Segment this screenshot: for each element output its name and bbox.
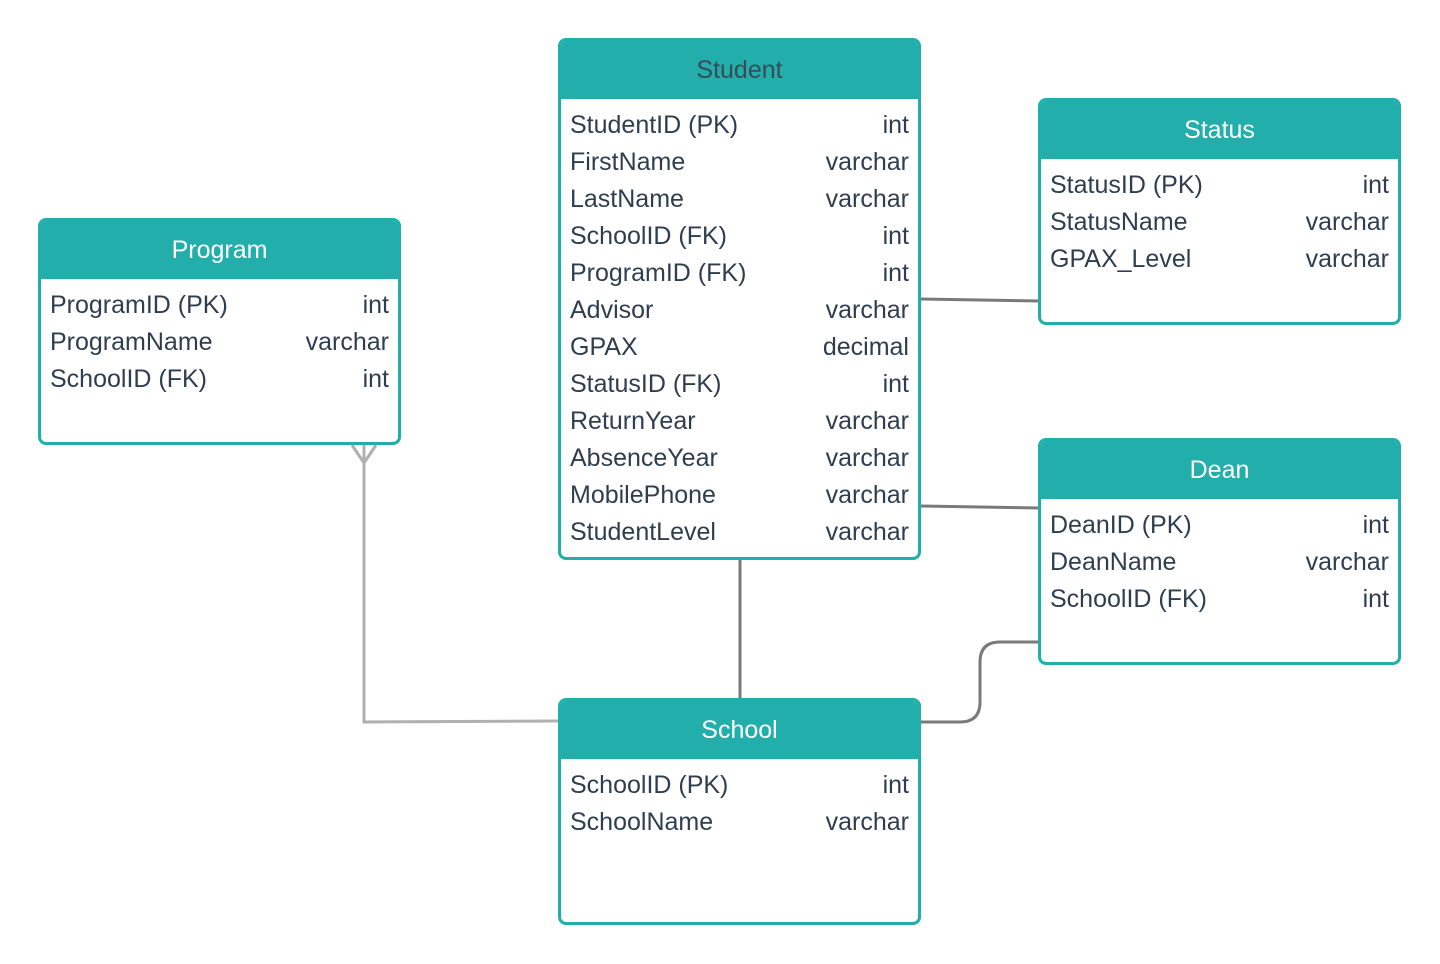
attribute-row: ReturnYear varchar bbox=[570, 403, 909, 440]
attribute-type: varchar bbox=[825, 296, 909, 324]
attribute-row: ProgramID (PK) int bbox=[50, 287, 389, 324]
attribute-type: varchar bbox=[825, 407, 909, 435]
attribute-name: StatusID (FK) bbox=[570, 370, 722, 398]
entity-title: Student bbox=[561, 41, 918, 99]
attribute-name: ProgramID (PK) bbox=[50, 291, 228, 319]
crows-foot-many-icon bbox=[350, 444, 378, 466]
attribute-row: LastName varchar bbox=[570, 181, 909, 218]
attribute-type: varchar bbox=[305, 328, 389, 356]
connector-school-program[interactable] bbox=[362, 445, 561, 724]
entity-title: Program bbox=[41, 221, 398, 279]
attribute-type: varchar bbox=[1305, 245, 1389, 273]
attribute-type: varchar bbox=[1305, 548, 1389, 576]
attribute-name: SchoolID (PK) bbox=[570, 771, 729, 799]
entity-title: School bbox=[561, 701, 918, 759]
attribute-row: GPAX decimal bbox=[570, 329, 909, 366]
attribute-name: SchoolID (FK) bbox=[50, 365, 207, 393]
attribute-row: SchoolID (FK) int bbox=[50, 361, 389, 398]
attribute-name: DeanID (PK) bbox=[1050, 511, 1192, 539]
attribute-row: ProgramName varchar bbox=[50, 324, 389, 361]
attribute-type: int bbox=[882, 111, 909, 139]
attribute-name: LastName bbox=[570, 185, 684, 213]
attribute-name: SchoolID (FK) bbox=[1050, 585, 1207, 613]
attribute-row: StudentLevel varchar bbox=[570, 514, 909, 551]
attribute-type: int bbox=[882, 222, 909, 250]
attribute-name: StatusName bbox=[1050, 208, 1188, 236]
attribute-type: varchar bbox=[825, 518, 909, 546]
attribute-type: varchar bbox=[825, 185, 909, 213]
attribute-type: int bbox=[1362, 585, 1389, 613]
attribute-type: decimal bbox=[822, 333, 909, 361]
attribute-row: SchoolID (PK) int bbox=[570, 767, 909, 804]
attribute-name: FirstName bbox=[570, 148, 686, 176]
attribute-row: DeanName varchar bbox=[1050, 544, 1389, 581]
attribute-name: AbsenceYear bbox=[570, 444, 718, 472]
attribute-type: varchar bbox=[825, 444, 909, 472]
attribute-name: StudentID (PK) bbox=[570, 111, 739, 139]
connector-dean-school[interactable] bbox=[921, 640, 1040, 724]
attribute-row: MobilePhone varchar bbox=[570, 477, 909, 514]
attribute-row: SchoolID (FK) int bbox=[570, 218, 909, 255]
attribute-type: int bbox=[1362, 171, 1389, 199]
attribute-row: StatusID (PK) int bbox=[1050, 167, 1389, 204]
attribute-type: int bbox=[362, 365, 389, 393]
attribute-type: int bbox=[882, 771, 909, 799]
attribute-name: ProgramName bbox=[50, 328, 213, 356]
connector-student-status[interactable] bbox=[920, 297, 1041, 303]
attribute-type: int bbox=[882, 370, 909, 398]
attribute-name: GPAX bbox=[570, 333, 638, 361]
attribute-row: AbsenceYear varchar bbox=[570, 440, 909, 477]
attribute-type: int bbox=[1362, 511, 1389, 539]
attribute-row: FirstName varchar bbox=[570, 144, 909, 181]
attribute-row: StudentID (PK) int bbox=[570, 107, 909, 144]
attribute-name: Advisor bbox=[570, 296, 654, 324]
entity-title: Status bbox=[1041, 101, 1398, 159]
attribute-row: StatusID (FK) int bbox=[570, 366, 909, 403]
attribute-name: SchoolName bbox=[570, 808, 714, 836]
attribute-type: varchar bbox=[1305, 208, 1389, 236]
connector-student-dean[interactable] bbox=[920, 504, 1041, 510]
attribute-row: Advisor varchar bbox=[570, 292, 909, 329]
attribute-row: ProgramID (FK) int bbox=[570, 255, 909, 292]
attribute-name: GPAX_Level bbox=[1050, 245, 1192, 273]
attribute-type: varchar bbox=[825, 481, 909, 509]
attribute-name: MobilePhone bbox=[570, 481, 716, 509]
attribute-type: varchar bbox=[825, 808, 909, 836]
attribute-row: StatusName varchar bbox=[1050, 204, 1389, 241]
attribute-row: GPAX_Level varchar bbox=[1050, 241, 1389, 278]
attribute-name: SchoolID (FK) bbox=[570, 222, 727, 250]
attribute-type: int bbox=[882, 259, 909, 287]
attribute-name: ProgramID (FK) bbox=[570, 259, 747, 287]
attribute-name: StatusID (PK) bbox=[1050, 171, 1203, 199]
attribute-name: ReturnYear bbox=[570, 407, 696, 435]
attribute-type: int bbox=[362, 291, 389, 319]
attribute-row: SchoolName varchar bbox=[570, 804, 909, 841]
attribute-name: DeanName bbox=[1050, 548, 1177, 576]
attribute-type: varchar bbox=[825, 148, 909, 176]
attribute-name: StudentLevel bbox=[570, 518, 716, 546]
entity-title: Dean bbox=[1041, 441, 1398, 499]
attribute-row: DeanID (PK) int bbox=[1050, 507, 1389, 544]
attribute-row: SchoolID (FK) int bbox=[1050, 581, 1389, 618]
